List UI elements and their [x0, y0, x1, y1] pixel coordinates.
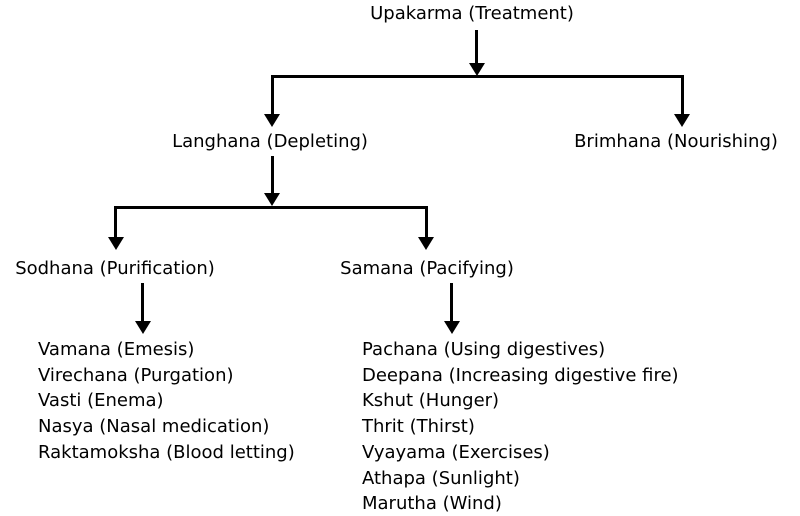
- connector-sodhana-list-line: [141, 283, 144, 323]
- connector-root-line: [475, 30, 478, 66]
- list-item: Vamana (Emesis): [38, 339, 195, 360]
- arrowhead-down-icon: [264, 193, 280, 206]
- samana-methods-list: Pachana (Using digestives) Deepana (Incr…: [362, 337, 679, 516]
- node-langhana: Langhana (Depleting): [172, 131, 368, 152]
- connector-level1-bar: [271, 75, 684, 78]
- list-item: Vasti (Enema): [38, 390, 164, 412]
- arrowhead-down-icon: [135, 321, 151, 334]
- list-item: Pachana (Using digestives): [362, 339, 606, 360]
- connector-sodhana-line: [114, 206, 117, 239]
- list-item: Vyayama (Exercises): [362, 441, 550, 463]
- list-item: Deepana (Increasing digestive fire): [362, 364, 679, 386]
- list-item: Marutha (Wind): [362, 493, 502, 515]
- node-brimhana: Brimhana (Nourishing): [574, 131, 778, 152]
- list-item: Virechana (Purgation): [38, 364, 234, 386]
- arrowhead-down-icon: [108, 237, 124, 250]
- connector-level2-bar: [114, 206, 428, 209]
- connector-samana-list-line: [450, 283, 453, 323]
- arrowhead-down-icon: [469, 63, 485, 76]
- list-item: Thrit (Thirst): [362, 416, 475, 438]
- list-item: Raktamoksha (Blood letting): [38, 441, 295, 463]
- list-item: Kshut (Hunger): [362, 390, 500, 412]
- arrowhead-down-icon: [674, 114, 690, 127]
- arrowhead-down-icon: [264, 114, 280, 127]
- node-samana: Samana (Pacifying): [340, 258, 514, 279]
- connector-brimhana-line: [681, 75, 684, 116]
- node-sodhana: Sodhana (Purification): [15, 258, 215, 279]
- sodhana-methods-list: Vamana (Emesis) Virechana (Purgation) Va…: [38, 337, 295, 466]
- connector-samana-line: [425, 206, 428, 239]
- connector-langhana-split-line: [271, 156, 274, 196]
- arrowhead-down-icon: [418, 237, 434, 250]
- list-item: Nasya (Nasal medication): [38, 416, 270, 438]
- arrowhead-down-icon: [444, 321, 460, 334]
- connector-langhana-line: [271, 75, 274, 116]
- node-upakarma: Upakarma (Treatment): [370, 3, 574, 24]
- list-item: Athapa (Sunlight): [362, 467, 520, 489]
